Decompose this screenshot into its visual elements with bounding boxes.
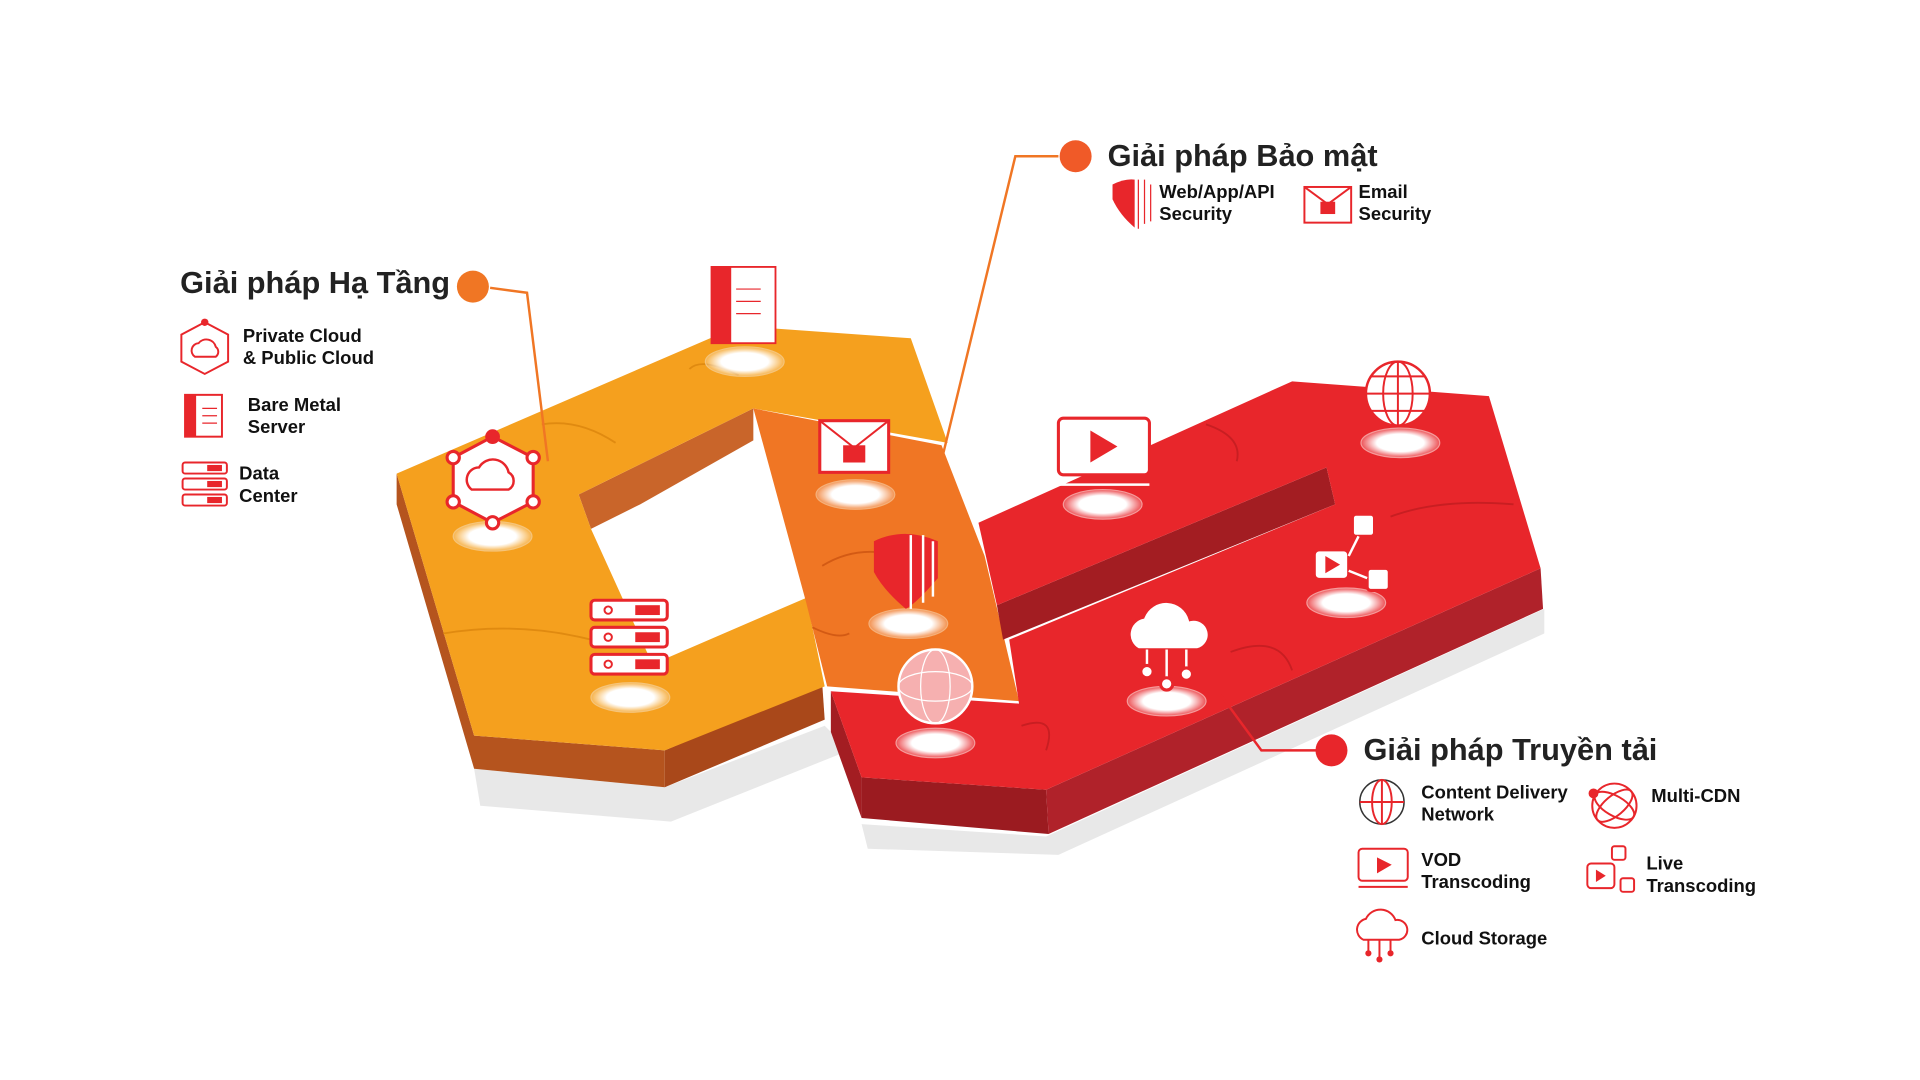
legend-label: Transcoding: [1646, 875, 1756, 896]
legend-label: Bare Metal: [248, 394, 341, 415]
legend-label: Live: [1646, 853, 1683, 874]
board-email-lock-icon: [818, 419, 891, 474]
board-vod-video-icon: [1056, 416, 1151, 486]
legend-label: Security: [1359, 203, 1433, 224]
globe-icon: [1359, 778, 1405, 826]
email-lock-icon: [1303, 185, 1353, 224]
legend-label: Web/App/API: [1159, 181, 1274, 202]
board-live-video-icon: [1312, 512, 1391, 592]
legend-label: Private Cloud: [243, 325, 362, 346]
icon-pads: [452, 346, 1441, 759]
legend-label: Security: [1159, 203, 1233, 224]
legend-label: Server: [248, 416, 305, 437]
security-legend: Giải pháp Bảo mật Web/App/API Security E…: [1108, 138, 1432, 229]
cloud-network-icon: [180, 318, 230, 376]
board-cloud-storage-icon: [1128, 600, 1211, 692]
puzzle-shadow: [474, 608, 1545, 855]
board-multi-cdn-globe-icon: [897, 648, 974, 725]
delivery-legend: Giải pháp Truyền tải Content Delivery Ne…: [1356, 732, 1756, 963]
board-shield-icon: [873, 533, 938, 609]
cloud-storage-icon: [1356, 908, 1409, 963]
legend-label: Cloud Storage: [1421, 928, 1547, 949]
server-rack-icon: [184, 393, 223, 438]
data-center-icon: [181, 461, 228, 507]
security-marker-dot: [1059, 140, 1092, 173]
legend-label: Multi-CDN: [1651, 785, 1740, 806]
shield-icon: [1112, 179, 1152, 229]
legend-label: Network: [1421, 803, 1494, 824]
infrastructure-legend: Giải pháp Hạ Tầng Private Cloud & Public…: [180, 265, 450, 507]
infrastructure-puzzle-piece: [396, 325, 948, 788]
leader-lines: [489, 154, 1317, 752]
board-cdn-globe-icon: [1364, 360, 1432, 427]
security-title: Giải pháp Bảo mật: [1108, 138, 1378, 173]
delivery-title: Giải pháp Truyền tải: [1363, 732, 1657, 767]
multi-globe-icon: [1588, 782, 1638, 829]
delivery-marker-dot: [1315, 734, 1348, 767]
legend-label: Email: [1359, 181, 1408, 202]
legend-label: Center: [239, 485, 297, 506]
legend-label: & Public Cloud: [243, 347, 374, 368]
board-bare-metal-server-icon: [710, 266, 777, 345]
legend-label: Content Delivery: [1421, 781, 1568, 802]
infrastructure-marker-dot: [456, 270, 489, 303]
legend-label: VOD: [1421, 849, 1461, 870]
video-play-icon: [1357, 847, 1409, 888]
board-data-center-icon: [589, 598, 669, 676]
legend-label: Data: [239, 463, 280, 484]
live-video-icon: [1586, 845, 1636, 893]
legend-label: Transcoding: [1421, 871, 1531, 892]
infrastructure-title: Giải pháp Hạ Tầng: [180, 265, 450, 300]
board-cloud-network-icon: [445, 429, 541, 531]
delivery-puzzle-piece: [830, 381, 1544, 834]
